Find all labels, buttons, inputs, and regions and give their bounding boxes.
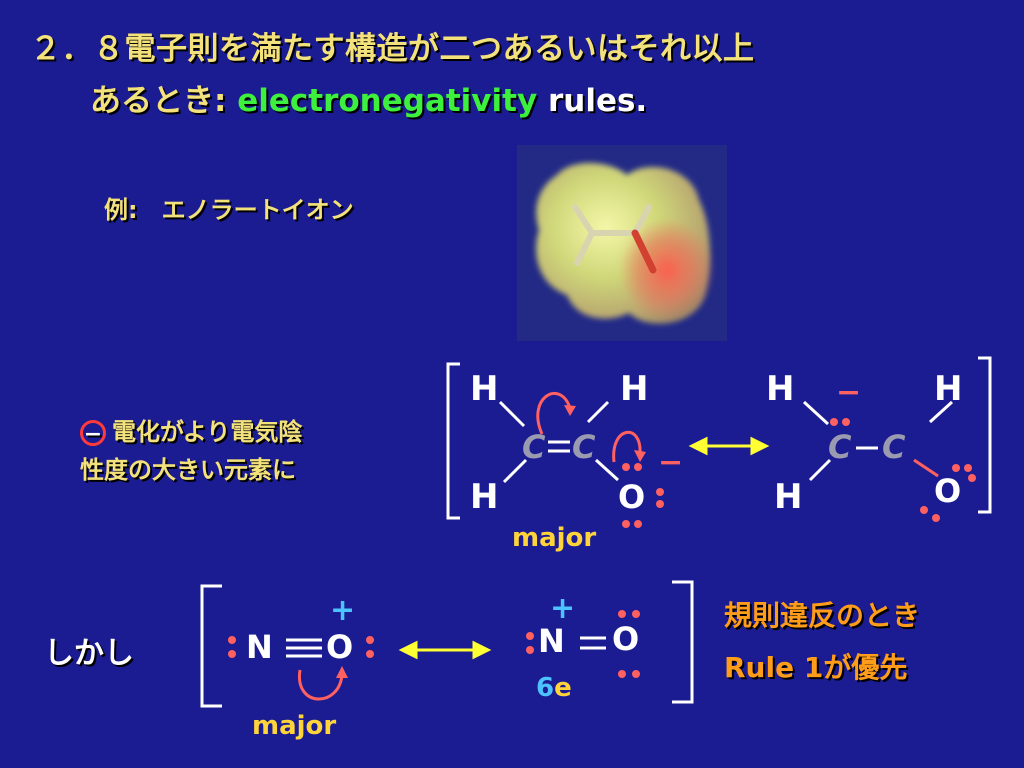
no-major-label: major xyxy=(252,711,336,741)
right-carbon-charge: − xyxy=(836,375,861,410)
electrostatic-map-drawing xyxy=(536,162,715,324)
left-h-top-right: H xyxy=(620,369,648,409)
right-bracket xyxy=(978,356,992,514)
left-oxygen-charge: − xyxy=(658,445,683,480)
left-h-bottom: H xyxy=(470,477,498,517)
no-right-oxygen-lone-pairs xyxy=(618,610,640,678)
note-line-2: 性度の大きい元素に xyxy=(80,456,296,484)
left-oxygen: O xyxy=(618,478,645,516)
but-label: しかし xyxy=(44,636,134,671)
left-structure-bonds xyxy=(498,400,620,484)
left-oxygen-lone-pairs xyxy=(622,463,664,528)
violation-line-2: Rule 1が優先 xyxy=(724,651,908,684)
no-right-charge: + xyxy=(550,591,575,626)
left-bracket xyxy=(446,362,460,520)
no-left-nitrogen-lone-pair xyxy=(228,636,236,658)
note-line-1-text: 電化がより電気陰 xyxy=(112,418,303,446)
double-bond xyxy=(580,636,606,650)
right-carbon-1: C xyxy=(828,428,852,466)
right-h-top-right: H xyxy=(934,369,962,409)
no-left-oxygen: O xyxy=(326,628,353,666)
enolate-resonance-diagram: H H H C C O − H H H C C O − major xyxy=(446,356,992,553)
no-curved-arrow-head xyxy=(336,666,348,678)
right-lone-pairs xyxy=(830,418,976,522)
right-co-bond xyxy=(913,458,939,478)
electrostatic-potential-map xyxy=(517,145,727,341)
example-term: エノラートイオン xyxy=(161,196,354,224)
six-electron-label: 6e xyxy=(536,673,572,703)
no-right-nitrogen-lone-pair xyxy=(526,632,534,654)
no-curved-arrow xyxy=(298,669,344,701)
page-title: ２．８電子則を満たす構造が二つあるいはそれ以上 xyxy=(30,31,755,67)
no-resonance-arrow xyxy=(398,640,492,660)
triple-bond xyxy=(286,638,322,658)
electronegativity-note: −電化がより電気陰 性度の大きい元素に xyxy=(80,413,302,489)
right-carbon-2: C xyxy=(882,428,906,466)
subtitle-prefix: あるとき: xyxy=(90,83,227,119)
no-right-bracket xyxy=(672,580,694,704)
left-carbon-2: C xyxy=(572,428,596,466)
left-h-top-left: H xyxy=(470,369,498,409)
right-structure-bonds xyxy=(802,400,954,482)
no-right-oxygen: O xyxy=(612,620,639,658)
curved-arrow-1 xyxy=(536,391,572,435)
no-left-oxygen-lone-pair xyxy=(366,636,374,658)
rule-violation-note: 規則違反のとき Rule 1が優先 xyxy=(724,590,920,694)
no-left-charge: + xyxy=(330,593,355,628)
no-left-nitrogen: N xyxy=(246,628,273,666)
right-h-bottom: H xyxy=(774,477,802,517)
note-line-1: −電化がより電気陰 xyxy=(80,413,302,451)
no-right-nitrogen: N xyxy=(538,622,565,660)
right-oxygen: O xyxy=(934,472,961,510)
example-prefix: 例: xyxy=(104,196,138,224)
no-left-bracket xyxy=(200,584,222,708)
minus-charge-icon: − xyxy=(80,420,106,447)
example-label: 例: エノラートイオン xyxy=(104,190,354,225)
page-subtitle: あるとき: electronegativity rules. xyxy=(90,78,647,124)
violation-line-1: 規則違反のとき xyxy=(724,599,921,632)
enolate-major-label: major xyxy=(512,523,596,553)
right-h-top-left: H xyxy=(766,369,794,409)
curved-arrow-1-head xyxy=(564,405,576,416)
resonance-arrow xyxy=(688,436,770,456)
curved-arrow-2 xyxy=(612,430,642,463)
subtitle-suffix: rules. xyxy=(547,83,648,119)
left-carbon-1: C xyxy=(522,428,546,466)
nitrosonium-resonance-diagram: N O + major N + O 6e xyxy=(200,580,694,741)
curved-arrow-2-head xyxy=(634,450,646,462)
subtitle-term: electronegativity xyxy=(237,83,538,119)
